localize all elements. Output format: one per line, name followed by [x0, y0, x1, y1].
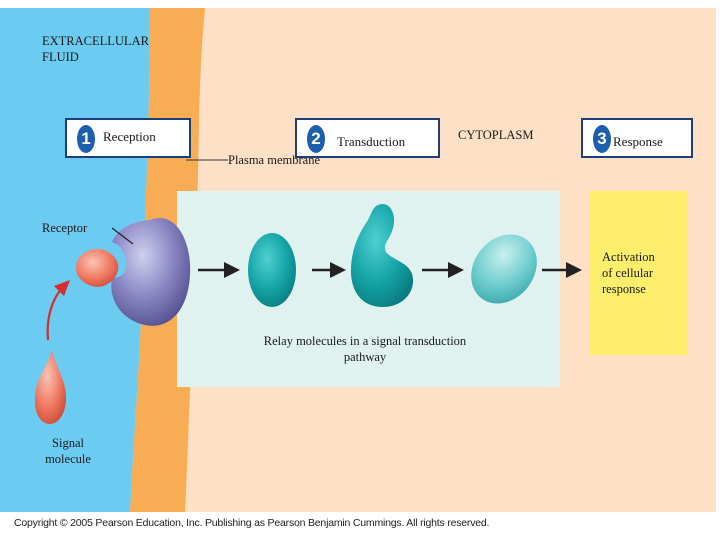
extracellular-fluid-label: EXTRACELLULAR FLUID	[42, 33, 149, 65]
step-3-label: Response	[613, 134, 663, 149]
step-3-badge: 3	[593, 125, 611, 153]
step-2-label: Transduction	[337, 134, 406, 149]
activation-label-line-1: Activation	[602, 250, 655, 264]
step-reception: 1 Reception	[65, 118, 191, 158]
response-panel	[590, 191, 687, 355]
step-response: 3 Response	[581, 118, 693, 158]
receptor-label: Receptor	[42, 221, 88, 235]
receptor-protein-icon	[111, 218, 191, 326]
relay-molecule-2-icon	[350, 204, 414, 307]
step-2-badge: 2	[307, 125, 325, 153]
activation-label: Activation of cellular response	[602, 249, 655, 297]
signal-label-line-1: Signal	[52, 436, 84, 450]
relay-molecule-3-icon	[471, 234, 537, 304]
relay-caption: Relay molecules in a signal transduction…	[200, 333, 530, 365]
receptor-leader	[111, 227, 134, 245]
arrow-icon	[312, 262, 346, 278]
arrow-icon	[542, 262, 582, 278]
relay-molecule-1-icon	[248, 233, 296, 307]
extracellular-label-line-2: FLUID	[42, 50, 79, 64]
step-1-label: Reception	[103, 129, 156, 144]
extracellular-label-line-1: EXTRACELLULAR	[42, 34, 149, 48]
plasma-membrane-label: Plasma membrane	[228, 153, 320, 167]
signal-molecule-label: Signal molecule	[34, 435, 102, 467]
relay-caption-line-1: Relay molecules in a signal transduction	[263, 334, 467, 348]
activation-label-line-3: response	[602, 282, 646, 296]
cytoplasm-label: CYTOPLASM	[458, 128, 534, 142]
signal-label-line-2: molecule	[45, 452, 91, 466]
arrow-icon	[198, 262, 240, 278]
signal-molecule-icon	[34, 350, 66, 424]
step-1-badge: 1	[77, 125, 95, 153]
bound-signal-molecule-icon	[76, 249, 119, 287]
binding-arrowhead-icon	[54, 280, 70, 296]
arrow-icon	[422, 262, 464, 278]
relay-caption-line-2: pathway	[343, 350, 387, 364]
step-transduction: 2 Transduction	[295, 118, 440, 158]
copyright-footer: Copyright © 2005 Pearson Education, Inc.…	[14, 517, 490, 529]
activation-label-line-2: of cellular	[602, 266, 654, 280]
